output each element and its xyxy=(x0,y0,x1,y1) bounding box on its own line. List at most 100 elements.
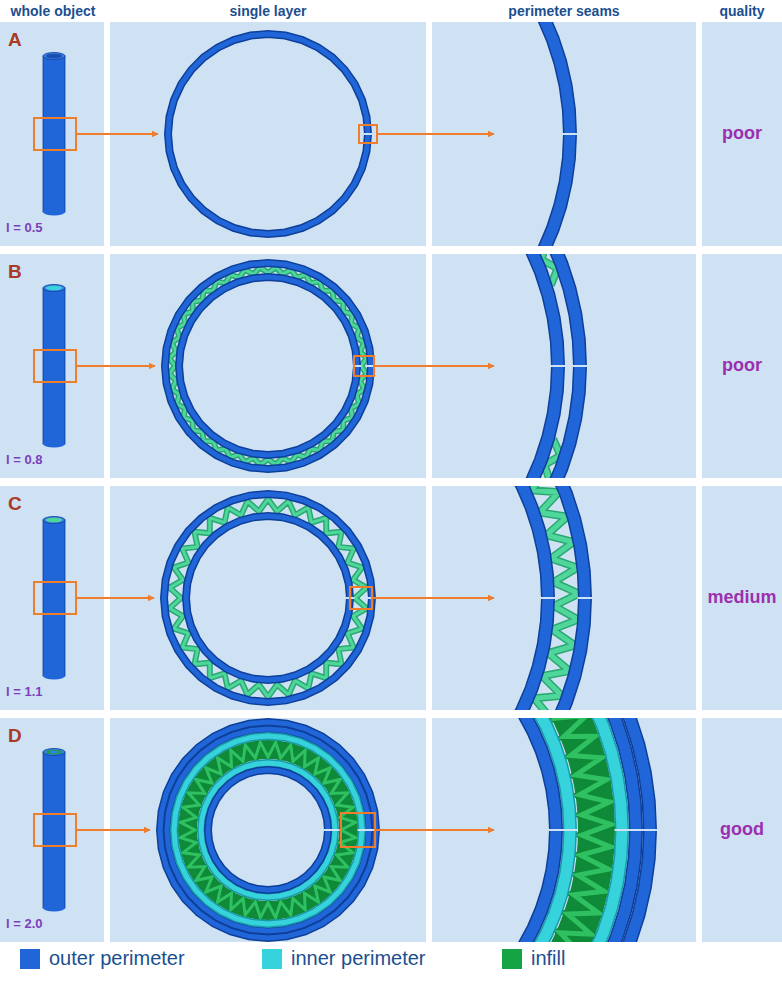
perimeter-seam xyxy=(573,365,588,367)
outer-perimeter-ring xyxy=(165,263,371,469)
cylinder-top-inner xyxy=(46,750,62,755)
outer-perimeter-ring xyxy=(167,729,369,931)
perimeter-seam xyxy=(563,133,578,135)
cylinder-top-core xyxy=(50,751,59,754)
infill-zigzag xyxy=(170,499,367,697)
zoom-arrow xyxy=(77,133,158,135)
perimeter-seam xyxy=(364,133,373,135)
perimeter-seam xyxy=(324,829,333,831)
zoom-arrow xyxy=(375,365,494,367)
zoom-arrow xyxy=(373,597,494,599)
inner-perimeter-ring-outline xyxy=(201,763,335,897)
perimeter-seam xyxy=(643,829,658,831)
legend-swatch xyxy=(502,949,522,969)
column-header: quality xyxy=(719,3,764,19)
single-layer-ring xyxy=(164,494,377,702)
outer-perimeter-ring-outline xyxy=(208,770,328,890)
outer-perimeter-ring xyxy=(168,34,368,234)
inner-perimeter-ring xyxy=(174,736,362,924)
whole-object-cylinder xyxy=(34,749,76,912)
outer-perimeter-ring xyxy=(186,516,350,680)
legend-item: outer perimeter xyxy=(20,947,185,970)
whole-object-cylinder xyxy=(34,53,76,216)
cylinder-top xyxy=(43,285,65,292)
perimeter-seam xyxy=(549,829,564,831)
legend-label: infill xyxy=(531,947,565,970)
infill-zigzag-outline xyxy=(180,742,355,917)
infill-zigzag xyxy=(180,742,355,917)
quality-rating: medium xyxy=(707,587,776,608)
legend-item: inner perimeter xyxy=(262,947,426,970)
outer-perimeter-ring xyxy=(208,770,328,890)
cylinder-bottom xyxy=(43,209,65,216)
perimeter-seam xyxy=(541,597,556,599)
zoom-box xyxy=(341,813,375,847)
row-letter: D xyxy=(8,725,22,747)
zoom-box xyxy=(34,814,76,846)
perimeter-seam xyxy=(551,365,566,367)
column-header: single layer xyxy=(229,3,306,19)
quality-rating: poor xyxy=(722,355,762,376)
zoom-box xyxy=(34,350,76,382)
column-header: whole object xyxy=(11,3,96,19)
inner-perimeter-band-outline xyxy=(512,718,622,942)
outer-perimeter-ring-outline xyxy=(160,722,376,938)
perimeter-seam-zoom xyxy=(470,718,657,942)
outer-perimeter-ring-outline xyxy=(186,516,350,680)
zoom-box xyxy=(354,356,374,376)
layer-thickness-label: l = 1.1 xyxy=(6,685,43,700)
perimeter-seam xyxy=(578,597,593,599)
cylinder-bottom xyxy=(43,905,65,912)
cylinder-body xyxy=(43,288,65,444)
legend-item: infill xyxy=(502,947,565,970)
outer-perimeter-ring-outline xyxy=(164,494,372,702)
single-layer-ring xyxy=(160,722,381,938)
outer-perimeter-ring-outline xyxy=(167,729,369,931)
inner-perimeter-band xyxy=(512,718,622,942)
perimeter-seam xyxy=(629,829,644,831)
zoom-arrow xyxy=(378,133,494,135)
whole-object-cylinder xyxy=(34,517,76,680)
cylinder-top xyxy=(43,53,65,60)
outer-perimeter-ring xyxy=(179,277,357,455)
outer-perimeter-ring-outline xyxy=(179,277,357,455)
zoom-box xyxy=(350,587,372,609)
cylinder-body xyxy=(43,56,65,212)
single-layer-ring xyxy=(168,34,373,234)
quality-rating: poor xyxy=(722,123,762,144)
perimeter-seam xyxy=(615,829,630,831)
inner-perimeter-ring-outline xyxy=(174,736,362,924)
legend-swatch xyxy=(20,949,40,969)
outer-perimeter-ring xyxy=(160,722,376,938)
legend-swatch xyxy=(262,949,282,969)
outer-perimeter-ring-outline xyxy=(168,34,368,234)
infill-zigzag xyxy=(169,267,366,464)
infill-zigzag-outline xyxy=(170,499,367,697)
cylinder-top-inner xyxy=(46,54,62,59)
cylinder-bottom xyxy=(43,673,65,680)
layer-thickness-label: l = 2.0 xyxy=(6,917,43,932)
panel-background xyxy=(702,718,782,942)
legend-label: outer perimeter xyxy=(49,947,185,970)
row-letter: A xyxy=(8,29,22,51)
layer-thickness-label: l = 0.5 xyxy=(6,221,43,236)
zoom-arrow xyxy=(77,829,150,831)
zoom-arrow xyxy=(77,597,154,599)
zoom-box xyxy=(34,582,76,614)
infill-area xyxy=(178,740,358,920)
quality-rating: good xyxy=(720,819,764,840)
outer-perimeter-ring xyxy=(164,494,372,702)
legend-label: inner perimeter xyxy=(291,947,426,970)
layer-thickness-label: l = 0.8 xyxy=(6,453,43,468)
perimeter-seam xyxy=(563,829,578,831)
cylinder-top-inner xyxy=(46,286,62,291)
cylinder-body xyxy=(43,752,65,908)
single-layer-ring xyxy=(165,263,376,469)
row-letter: B xyxy=(8,261,22,283)
column-header: perimeter seams xyxy=(508,3,619,19)
cylinder-top-inner xyxy=(46,518,62,523)
cylinder-top xyxy=(43,517,65,524)
zoom-box xyxy=(359,125,377,143)
cylinder-top xyxy=(43,749,65,756)
